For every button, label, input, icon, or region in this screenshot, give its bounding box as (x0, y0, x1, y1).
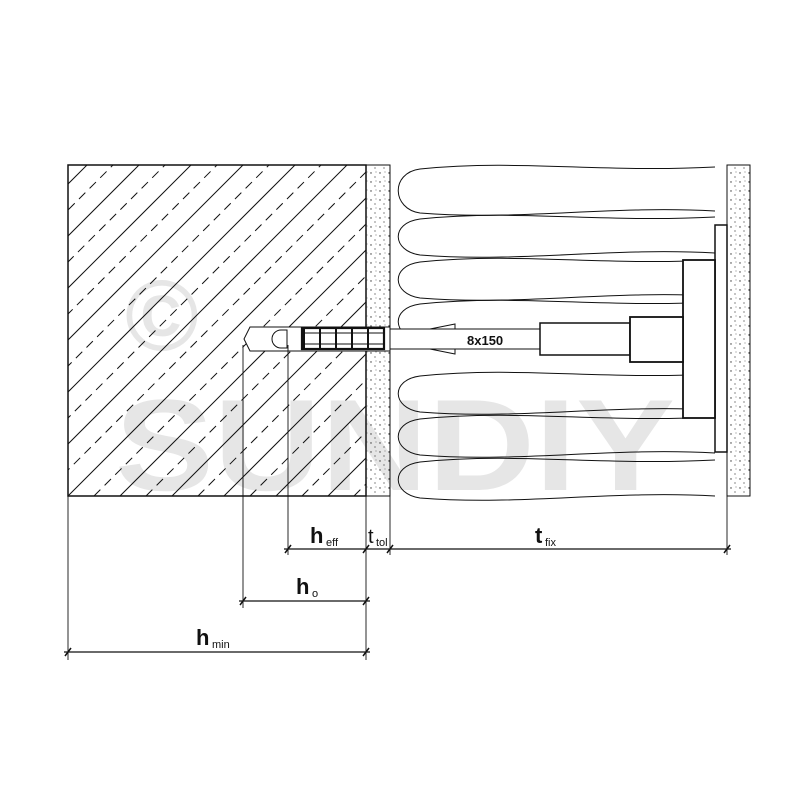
dimension-tick (362, 596, 370, 606)
frame-anchor (243, 316, 684, 363)
hatch-line-dashed (68, 165, 322, 419)
outer-render-layer (726, 164, 751, 497)
hatch-line (68, 165, 140, 237)
anchor-fin-top (429, 323, 456, 330)
expansion-sleeve (300, 326, 386, 351)
hatch-line-dashed (301, 431, 366, 496)
svg-text:h: h (296, 574, 309, 599)
svg-text:min: min (212, 639, 230, 651)
hatch-line-dashed (68, 165, 218, 315)
hatch-line (68, 165, 296, 393)
dimension-tick (362, 544, 370, 554)
anchor-fin-bottom (429, 348, 456, 355)
hatch-line-dashed (93, 223, 366, 496)
dimension-tick (64, 647, 72, 657)
hatch-line (223, 353, 366, 496)
insulation-lobe (397, 371, 716, 415)
watermark-copyright-symbol: © (125, 260, 199, 372)
watermark-text: SUNDIY (115, 372, 675, 518)
dimension-t-tol: t tol (368, 526, 388, 549)
hatch-line-dashed (68, 165, 270, 367)
dimension-tick (284, 544, 292, 554)
anchor-washer (682, 259, 716, 419)
insulation-lobe (397, 257, 716, 301)
anchor-plate (714, 224, 728, 453)
hatch-line-dashed (68, 165, 114, 211)
insulation-lobe (397, 457, 716, 501)
svg-text:eff: eff (326, 537, 339, 549)
anchor-tip (271, 329, 288, 349)
svg-text:o: o (312, 588, 318, 600)
dimension-lines (64, 544, 731, 657)
hatch-line (68, 165, 88, 185)
hatch-line (744, 165, 800, 496)
insulation-layer (397, 164, 716, 501)
concrete-base (67, 164, 800, 497)
hatch-line (68, 165, 244, 341)
insulation-lobe (397, 414, 716, 458)
dimension-tick (362, 647, 370, 657)
hatch-line-dashed (145, 275, 366, 496)
svg-text:tol: tol (376, 537, 388, 549)
hatch-line-dashed (770, 165, 800, 496)
watermark: © SUNDIY (115, 260, 675, 518)
hatch-line (68, 197, 366, 496)
svg-text:t: t (368, 526, 374, 548)
hatch-line-dashed (249, 379, 366, 496)
anchor-collar (629, 316, 684, 363)
insulation-lobe (397, 164, 716, 216)
anchor-shaft (389, 328, 541, 350)
dimension-tick (386, 544, 394, 554)
hatch-line-dashed (197, 327, 366, 496)
hatch-line-dashed (68, 171, 366, 471)
svg-text:fix: fix (545, 537, 557, 549)
anchor-sleeve (539, 322, 631, 356)
hatch-line (275, 405, 366, 496)
anchor-size-label: 8x150 (467, 333, 503, 348)
svg-text:h: h (196, 625, 209, 650)
extension-lines (67, 345, 728, 660)
svg-text:h: h (310, 523, 323, 548)
hatch-line (68, 165, 348, 445)
dimension-h-eff: h eff (310, 523, 339, 549)
insulation-lobe (397, 214, 716, 258)
svg-text:t: t (535, 523, 543, 548)
dimension-h-min: h min (196, 625, 230, 651)
dimension-tick (723, 544, 731, 554)
dimension-tick (239, 596, 247, 606)
hatch-line-dashed (68, 165, 166, 263)
dimension-t-fix: t fix (535, 523, 557, 549)
hatch-line (68, 165, 192, 289)
dimension-h-0: h o (296, 574, 318, 600)
